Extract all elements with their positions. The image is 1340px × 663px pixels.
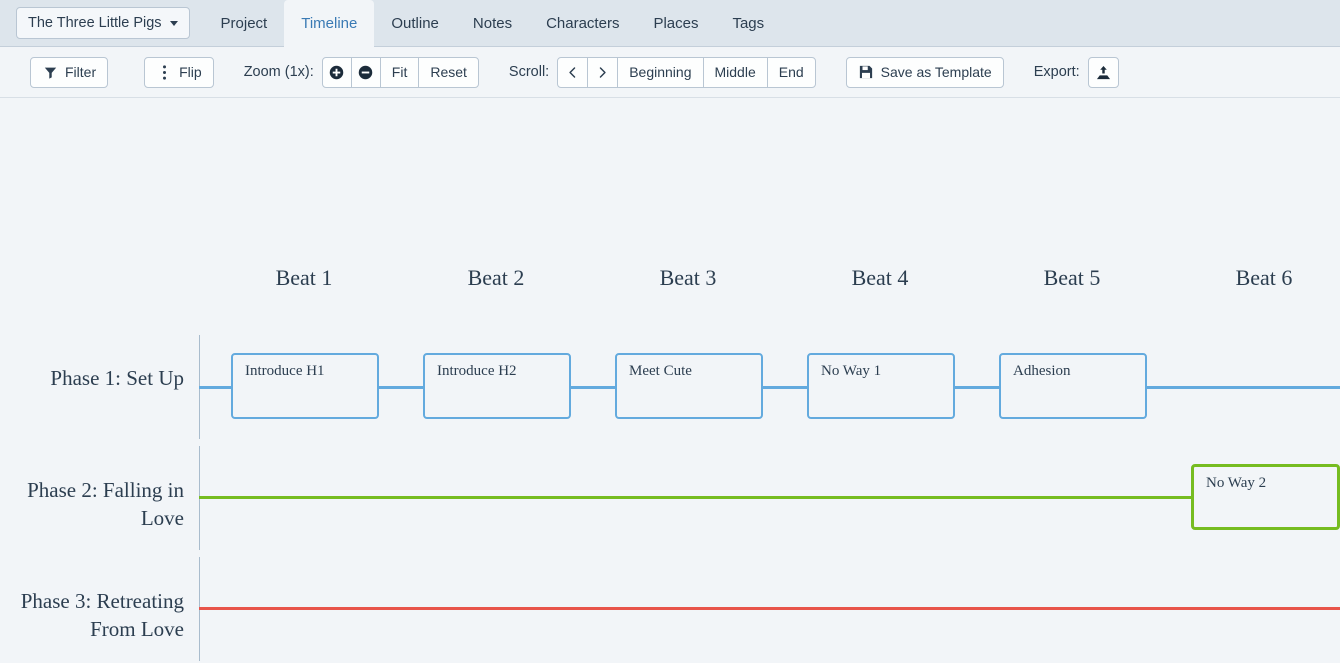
timeline-card-no-way-1[interactable]: No Way 1 — [807, 353, 955, 419]
timeline-card-adhesion[interactable]: Adhesion — [999, 353, 1147, 419]
timeline-toolbar: Filter Flip Zoom (1x): Fit Reset Scroll: — [0, 47, 1340, 98]
project-selector-button[interactable]: The Three Little Pigs — [16, 7, 190, 39]
tab-notes-label: Notes — [472, 14, 513, 32]
timeline-card-introduce-h2[interactable]: Introduce H2 — [423, 353, 571, 419]
beat-header-3: Beat 3 — [659, 265, 717, 290]
tab-notes[interactable]: Notes — [456, 0, 529, 47]
tab-characters[interactable]: Characters — [529, 0, 636, 47]
scroll-next-button[interactable] — [587, 56, 619, 88]
minus-circle-icon — [357, 64, 374, 81]
tab-outline-label: Outline — [391, 14, 439, 32]
zoom-reset-label: Reset — [430, 64, 467, 80]
timeline-card-title: Adhesion — [1013, 363, 1071, 379]
filter-label: Filter — [65, 64, 97, 80]
export-upload-icon — [1095, 64, 1112, 81]
timeline-card-no-way-2[interactable]: No Way 2 — [1191, 464, 1340, 530]
scroll-beginning-button[interactable]: Beginning — [617, 56, 704, 88]
timeline-card-title: Introduce H1 — [245, 363, 325, 379]
phase-line-3 — [199, 607, 1340, 610]
tab-tags-label: Tags — [732, 14, 765, 32]
scroll-beginning-label: Beginning — [629, 64, 692, 80]
beat-header-6: Beat 6 — [1235, 265, 1293, 290]
tab-tags[interactable]: Tags — [715, 0, 781, 47]
zoom-in-button[interactable] — [321, 56, 352, 88]
scroll-middle-label: Middle — [714, 64, 756, 80]
plus-circle-icon — [328, 64, 345, 81]
caret-down-icon — [169, 20, 178, 26]
chevron-left-icon — [564, 64, 581, 81]
main-tabs: Project Timeline Outline Notes Character… — [204, 0, 782, 47]
export-label: Export: — [1033, 64, 1080, 80]
flip-label: Flip — [179, 64, 202, 80]
timeline-card-title: Meet Cute — [629, 363, 692, 379]
tab-project-label: Project — [220, 14, 268, 32]
timeline-card-title: No Way 1 — [821, 363, 882, 379]
timeline-card-introduce-h1[interactable]: Introduce H1 — [231, 353, 379, 419]
tab-project[interactable]: Project — [204, 0, 285, 47]
vertical-dots-icon — [156, 64, 173, 81]
tab-outline[interactable]: Outline — [374, 0, 456, 47]
tab-characters-label: Characters — [546, 14, 620, 32]
chevron-right-icon — [594, 64, 611, 81]
scroll-button-group: Beginning Middle End — [557, 56, 816, 88]
save-as-template-label: Save as Template — [880, 64, 992, 80]
scroll-end-button[interactable]: End — [766, 56, 816, 88]
beat-header-1: Beat 1 — [275, 265, 333, 290]
zoom-fit-button[interactable]: Fit — [379, 56, 420, 88]
scroll-prev-button[interactable] — [557, 56, 589, 88]
phase-line-1 — [199, 386, 1340, 389]
scroll-middle-button[interactable]: Middle — [702, 56, 768, 88]
export-button[interactable] — [1087, 56, 1119, 88]
phase-label-1: Phase 1: Set Up — [50, 366, 184, 390]
tab-timeline-label: Timeline — [301, 14, 358, 32]
project-selector-label: The Three Little Pigs — [28, 15, 162, 31]
phase-line-2 — [199, 496, 1191, 499]
flip-button[interactable]: Flip — [144, 56, 214, 88]
timeline-card-meet-cute[interactable]: Meet Cute — [615, 353, 763, 419]
scroll-end-label: End — [778, 64, 804, 80]
phase-label-3: Phase 3: Retreating From Love — [20, 589, 184, 641]
beat-header-4: Beat 4 — [851, 265, 909, 290]
timeline-card-title: Introduce H2 — [437, 363, 517, 379]
beat-header-5: Beat 5 — [1043, 265, 1101, 290]
zoom-reset-button[interactable]: Reset — [418, 56, 479, 88]
tab-places[interactable]: Places — [636, 0, 715, 47]
zoom-fit-label: Fit — [391, 64, 408, 80]
scroll-label: Scroll: — [508, 64, 550, 80]
top-navigation-bar: The Three Little Pigs Project Timeline O… — [0, 0, 1340, 47]
tab-places-label: Places — [653, 14, 699, 32]
phase-label-2: Phase 2: Falling in Love — [27, 478, 184, 530]
beat-header-2: Beat 2 — [467, 265, 525, 290]
zoom-label: Zoom (1x): — [243, 64, 314, 80]
tab-timeline[interactable]: Timeline — [284, 0, 375, 47]
floppy-disk-icon — [858, 64, 875, 81]
timeline-canvas[interactable]: Beat 1 Beat 2 Beat 3 Beat 4 Beat 5 Beat … — [0, 98, 1340, 662]
filter-button[interactable]: Filter — [30, 56, 109, 88]
funnel-icon — [42, 64, 59, 81]
zoom-out-button[interactable] — [350, 56, 381, 88]
save-as-template-button[interactable]: Save as Template — [845, 56, 1004, 88]
zoom-button-group: Fit Reset — [321, 56, 479, 88]
timeline-card-title: No Way 2 — [1206, 475, 1267, 491]
